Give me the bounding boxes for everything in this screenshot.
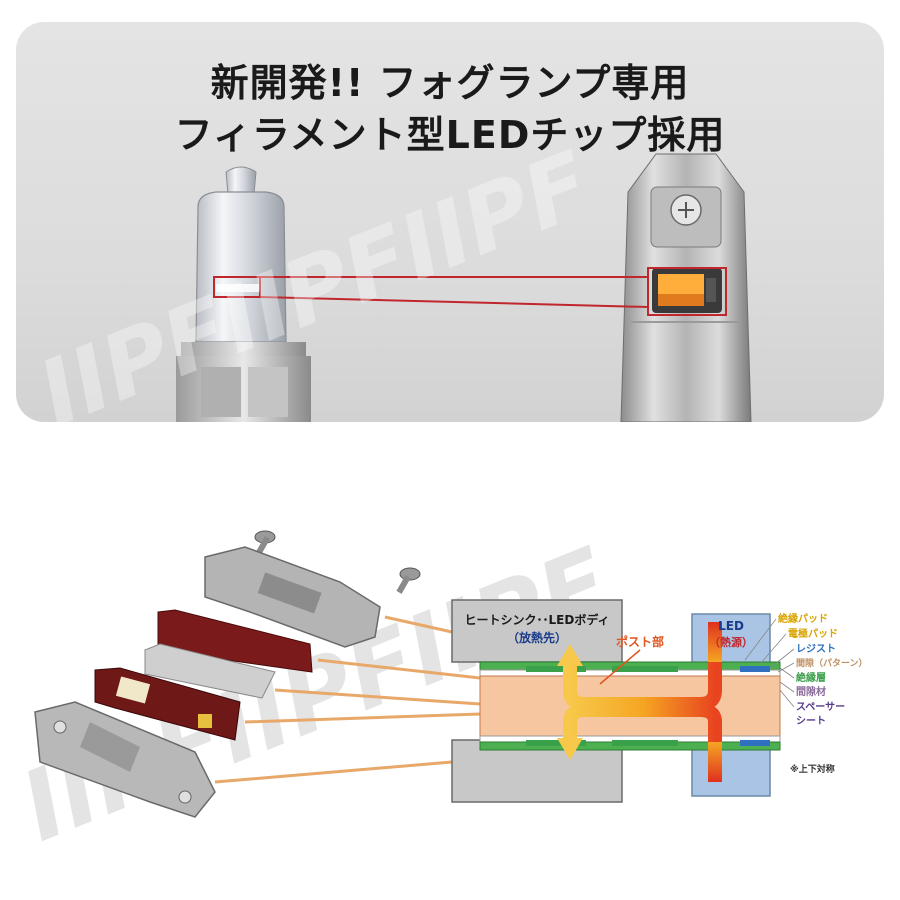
heatsink-block-top <box>451 599 623 663</box>
led-block-top <box>691 613 771 671</box>
legend-item: シート <box>796 715 826 727</box>
post-label: ポスト部 <box>616 634 664 649</box>
legend-item: 絶縁パッド <box>778 612 828 625</box>
legend-item: 間隙材 <box>796 685 826 698</box>
heatsink-label: ヒートシンク･･LEDボディ <box>465 612 610 627</box>
exploded-diagram: IIPFIIPFIIPF <box>7 526 868 863</box>
symmetry-note: ※上下対称 <box>790 763 835 775</box>
product-photo: IIPFIIPFIIPF <box>25 132 752 422</box>
screw-icon <box>396 567 421 594</box>
legend-item: 電極パッド <box>788 627 838 640</box>
heat-flow-arrow-bottom <box>563 703 722 777</box>
diagram-labels: ヒートシンク･･LEDボディ （放熱先） LED （熱源） ポスト部 絶縁パッド… <box>465 612 868 775</box>
legend-item: 間隙（パターン） <box>796 657 868 669</box>
product-photo-panel: IIPFIIPFIIPF 新開発!! フォグランプ専用 フィラメント型LEDチッ… <box>16 22 884 422</box>
filament-callout <box>213 267 727 316</box>
cross-section-diagram <box>451 599 781 803</box>
legend-item: 絶縁層 <box>796 671 826 684</box>
legend-item: スペーサー <box>796 701 845 713</box>
legend-item: レジスト <box>796 643 836 655</box>
heatsink-sublabel: （放熱先） <box>507 630 567 645</box>
headline-line-1: 新開発!! フォグランプ専用 <box>210 61 690 105</box>
led-label: LED <box>718 619 744 633</box>
headline-line-2: フィラメント型LEDチップ採用 <box>174 113 726 157</box>
halogen-bulb-image <box>176 166 311 422</box>
spacer-sheet-part <box>144 643 276 699</box>
exploded-parts <box>34 530 421 818</box>
leader-lines <box>214 615 481 784</box>
screw-icon <box>254 530 276 555</box>
led-sublabel: （熱源） <box>709 635 753 649</box>
led-bulb-image <box>620 153 752 422</box>
